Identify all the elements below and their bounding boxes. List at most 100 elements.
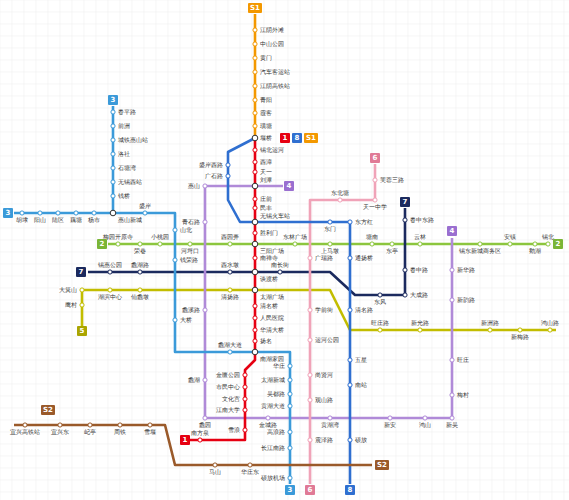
station-name: 南站 xyxy=(355,382,367,388)
station-dot xyxy=(188,242,192,246)
station-name: 刘潭 xyxy=(260,177,272,183)
station-dot xyxy=(308,398,312,402)
line-number: 4 xyxy=(450,228,455,235)
line-number: 2 xyxy=(556,241,561,248)
station-name: 雪浪 xyxy=(228,427,240,433)
grid-line xyxy=(372,0,373,500)
grid-line xyxy=(0,360,569,361)
line-number: 7 xyxy=(403,199,408,206)
station-name: 山北 xyxy=(180,227,192,233)
station-dot xyxy=(74,211,78,215)
station-name: 高浪路 xyxy=(267,429,285,435)
station-name: 鸿山 xyxy=(419,422,431,428)
station-dot xyxy=(203,184,207,188)
grid-line xyxy=(0,204,569,205)
station-dot xyxy=(118,423,122,427)
station-name: 华庄 xyxy=(273,363,285,369)
station-name: 河埒口 xyxy=(181,248,199,254)
station-name: 大桥 xyxy=(180,317,192,323)
station-dot xyxy=(138,270,142,274)
grid-line xyxy=(408,0,409,500)
station-dot xyxy=(243,385,247,389)
metro-line xyxy=(82,290,556,330)
station-name: 蠡园 xyxy=(199,422,211,428)
station-name: 大箕山 xyxy=(59,287,77,293)
line-badge: 2 xyxy=(553,239,563,249)
station-dot xyxy=(488,328,492,332)
station-dot xyxy=(111,110,115,114)
station-dot xyxy=(450,416,454,420)
station-name: 西园弄 xyxy=(221,234,239,240)
grid-line xyxy=(432,0,433,500)
station-name: 春申路 xyxy=(410,267,428,273)
grid-line xyxy=(552,0,553,500)
station-dot xyxy=(243,397,247,401)
station-name: 南长街 xyxy=(271,262,289,268)
station-name: 锡北运河 xyxy=(260,147,284,153)
station-dot xyxy=(338,198,342,202)
station-dot xyxy=(213,463,217,467)
grid-line xyxy=(288,0,289,500)
grid-line xyxy=(0,48,569,49)
station-dot xyxy=(111,194,115,198)
station-name: 胡埭 xyxy=(16,217,28,223)
station-dot xyxy=(253,56,257,60)
station-name: 汽车客运站 xyxy=(260,69,290,75)
station-dot xyxy=(173,228,177,232)
grid-line xyxy=(0,300,569,301)
station-dot xyxy=(373,198,377,202)
station-name: 鹅湖 xyxy=(529,248,541,254)
station-dot xyxy=(111,166,115,170)
line-badge: 3 xyxy=(285,485,295,495)
interchange-dot xyxy=(252,269,258,275)
station-name: 西漳 xyxy=(260,159,272,165)
station-dot xyxy=(108,270,112,274)
line-number: 8 xyxy=(295,135,300,142)
station-name: 胜利门 xyxy=(260,230,278,236)
line-number: 6 xyxy=(373,155,378,162)
grid-line xyxy=(516,0,517,500)
line-badge: 6 xyxy=(370,153,380,163)
station-dot xyxy=(203,308,207,312)
grid-line xyxy=(504,0,505,500)
station-name: 南方泉 xyxy=(191,430,209,436)
station-dot xyxy=(253,111,257,115)
station-dot xyxy=(228,288,232,292)
station-dot xyxy=(308,256,312,260)
station-name: 杨市 xyxy=(88,217,100,223)
station-name: 东林广场 xyxy=(283,234,307,240)
line-badge: 7 xyxy=(76,267,86,277)
station-name: 东风 xyxy=(374,299,386,305)
station-name: 清扬路 xyxy=(221,294,239,300)
grid-line xyxy=(0,60,569,61)
station-dot xyxy=(253,84,257,88)
station-name: 人民医院 xyxy=(260,315,284,321)
station-dot xyxy=(111,152,115,156)
station-name: 钱桥 xyxy=(118,193,130,199)
station-name: 阳山 xyxy=(34,217,46,223)
grid-line xyxy=(0,468,569,469)
station-dot xyxy=(243,408,247,412)
station-dot xyxy=(253,256,257,260)
station-dot xyxy=(253,231,257,235)
line-number: S2 xyxy=(43,407,53,414)
metro-line xyxy=(112,106,115,213)
grid-line xyxy=(0,420,569,421)
station-dot xyxy=(253,28,257,32)
station-dot xyxy=(58,423,62,427)
station-name: 新光路 xyxy=(411,320,429,326)
grid-line xyxy=(348,0,349,500)
station-name: 仙蠡墩 xyxy=(131,294,149,300)
station-name: 周铁 xyxy=(114,429,126,435)
station-name: 清名桥 xyxy=(260,303,278,309)
station-name: 文化宫 xyxy=(222,396,240,402)
line-badge: 5 xyxy=(77,326,87,336)
lines xyxy=(14,14,556,484)
station-dot xyxy=(450,393,454,397)
line-badge: S2 xyxy=(41,405,55,415)
line-number: 3 xyxy=(111,97,116,104)
station-dot xyxy=(378,293,382,297)
interchange-dot xyxy=(110,210,116,216)
station-dot xyxy=(308,373,312,377)
